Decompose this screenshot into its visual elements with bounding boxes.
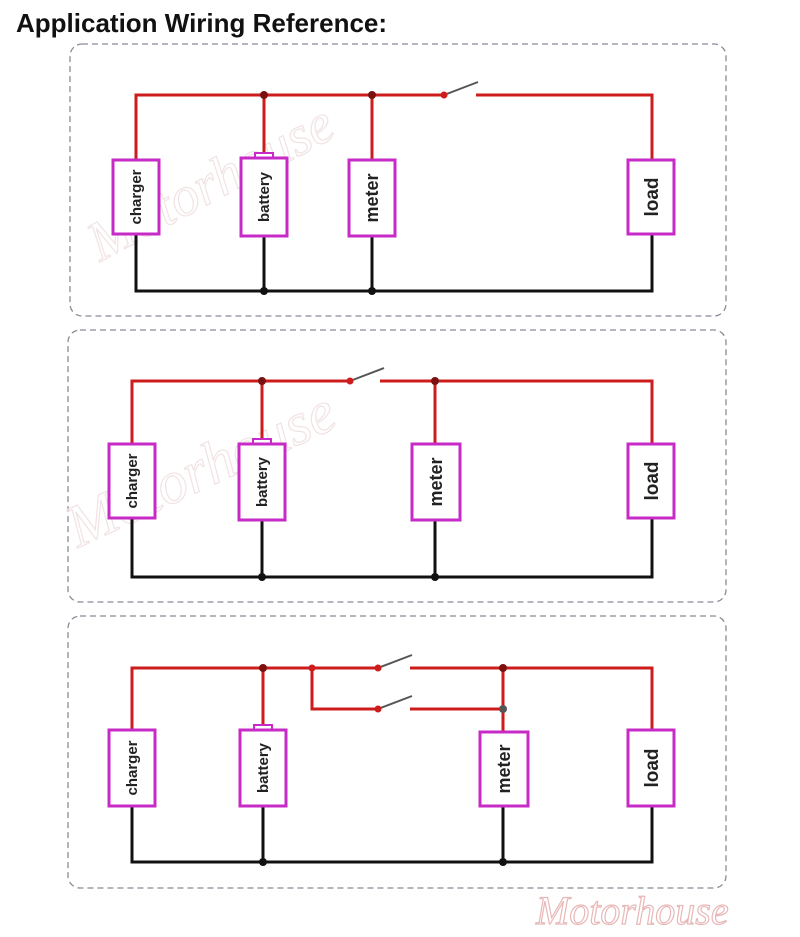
- panel-3-junctions: [259, 664, 507, 866]
- panel-1-load: load: [626, 158, 676, 236]
- svg-text:charger: charger: [124, 740, 141, 795]
- panel-1-meter: meter: [347, 158, 397, 238]
- svg-text:charger: charger: [128, 169, 145, 224]
- panel-3: charger battery meter load: [67, 615, 727, 889]
- panel-2-junctions: [258, 377, 439, 581]
- panel-1: Motorhouse charger: [69, 43, 727, 317]
- panel-1-battery: battery: [239, 152, 289, 238]
- panel-3-charger: charger: [107, 728, 157, 808]
- svg-text:battery: battery: [256, 171, 273, 222]
- panel-1-negative-wires: [134, 234, 654, 293]
- svg-text:load: load: [642, 748, 663, 787]
- panel-1-charger: charger: [111, 158, 161, 236]
- panel-2-switch: [349, 367, 385, 382]
- svg-text:charger: charger: [124, 453, 141, 508]
- page-title: Application Wiring Reference:: [16, 8, 388, 38]
- svg-text:Motorhouse: Motorhouse: [55, 378, 346, 560]
- svg-text:load: load: [642, 461, 663, 500]
- panel-3-switch-top: [377, 654, 413, 669]
- panel-3-load: load: [626, 728, 676, 808]
- panel-2-watermark: Motorhouse: [54, 377, 346, 561]
- svg-text:meter: meter: [426, 457, 446, 506]
- panel-1-junctions: [260, 91, 448, 295]
- panel-2-negative-wires: [130, 518, 654, 579]
- svg-text:battery: battery: [255, 742, 272, 793]
- panel-3-positive-wires: [130, 666, 654, 732]
- panel-3-battery: battery: [238, 724, 288, 808]
- panel-2-meter: meter: [410, 442, 462, 522]
- panel-1-positive-wires: [134, 93, 654, 160]
- panel-2-battery: battery: [237, 438, 287, 522]
- panel-1-switch: [443, 81, 479, 96]
- panel-2: Motorhouse charger batte: [54, 329, 727, 603]
- panel-2-positive-wires: [130, 379, 654, 444]
- panel-3-switch-bottom: [377, 695, 413, 710]
- footer-watermark: Motorhouse: [535, 888, 729, 933]
- panel-2-load: load: [626, 442, 676, 520]
- panel-3-meter: meter: [478, 730, 530, 808]
- svg-text:meter: meter: [494, 744, 514, 793]
- svg-text:battery: battery: [254, 456, 271, 507]
- panel-1-border: [69, 43, 727, 317]
- svg-text:load: load: [642, 177, 663, 216]
- panel-3-negative-wires: [130, 806, 654, 864]
- svg-text:meter: meter: [362, 173, 382, 222]
- panel-2-charger: charger: [107, 442, 157, 520]
